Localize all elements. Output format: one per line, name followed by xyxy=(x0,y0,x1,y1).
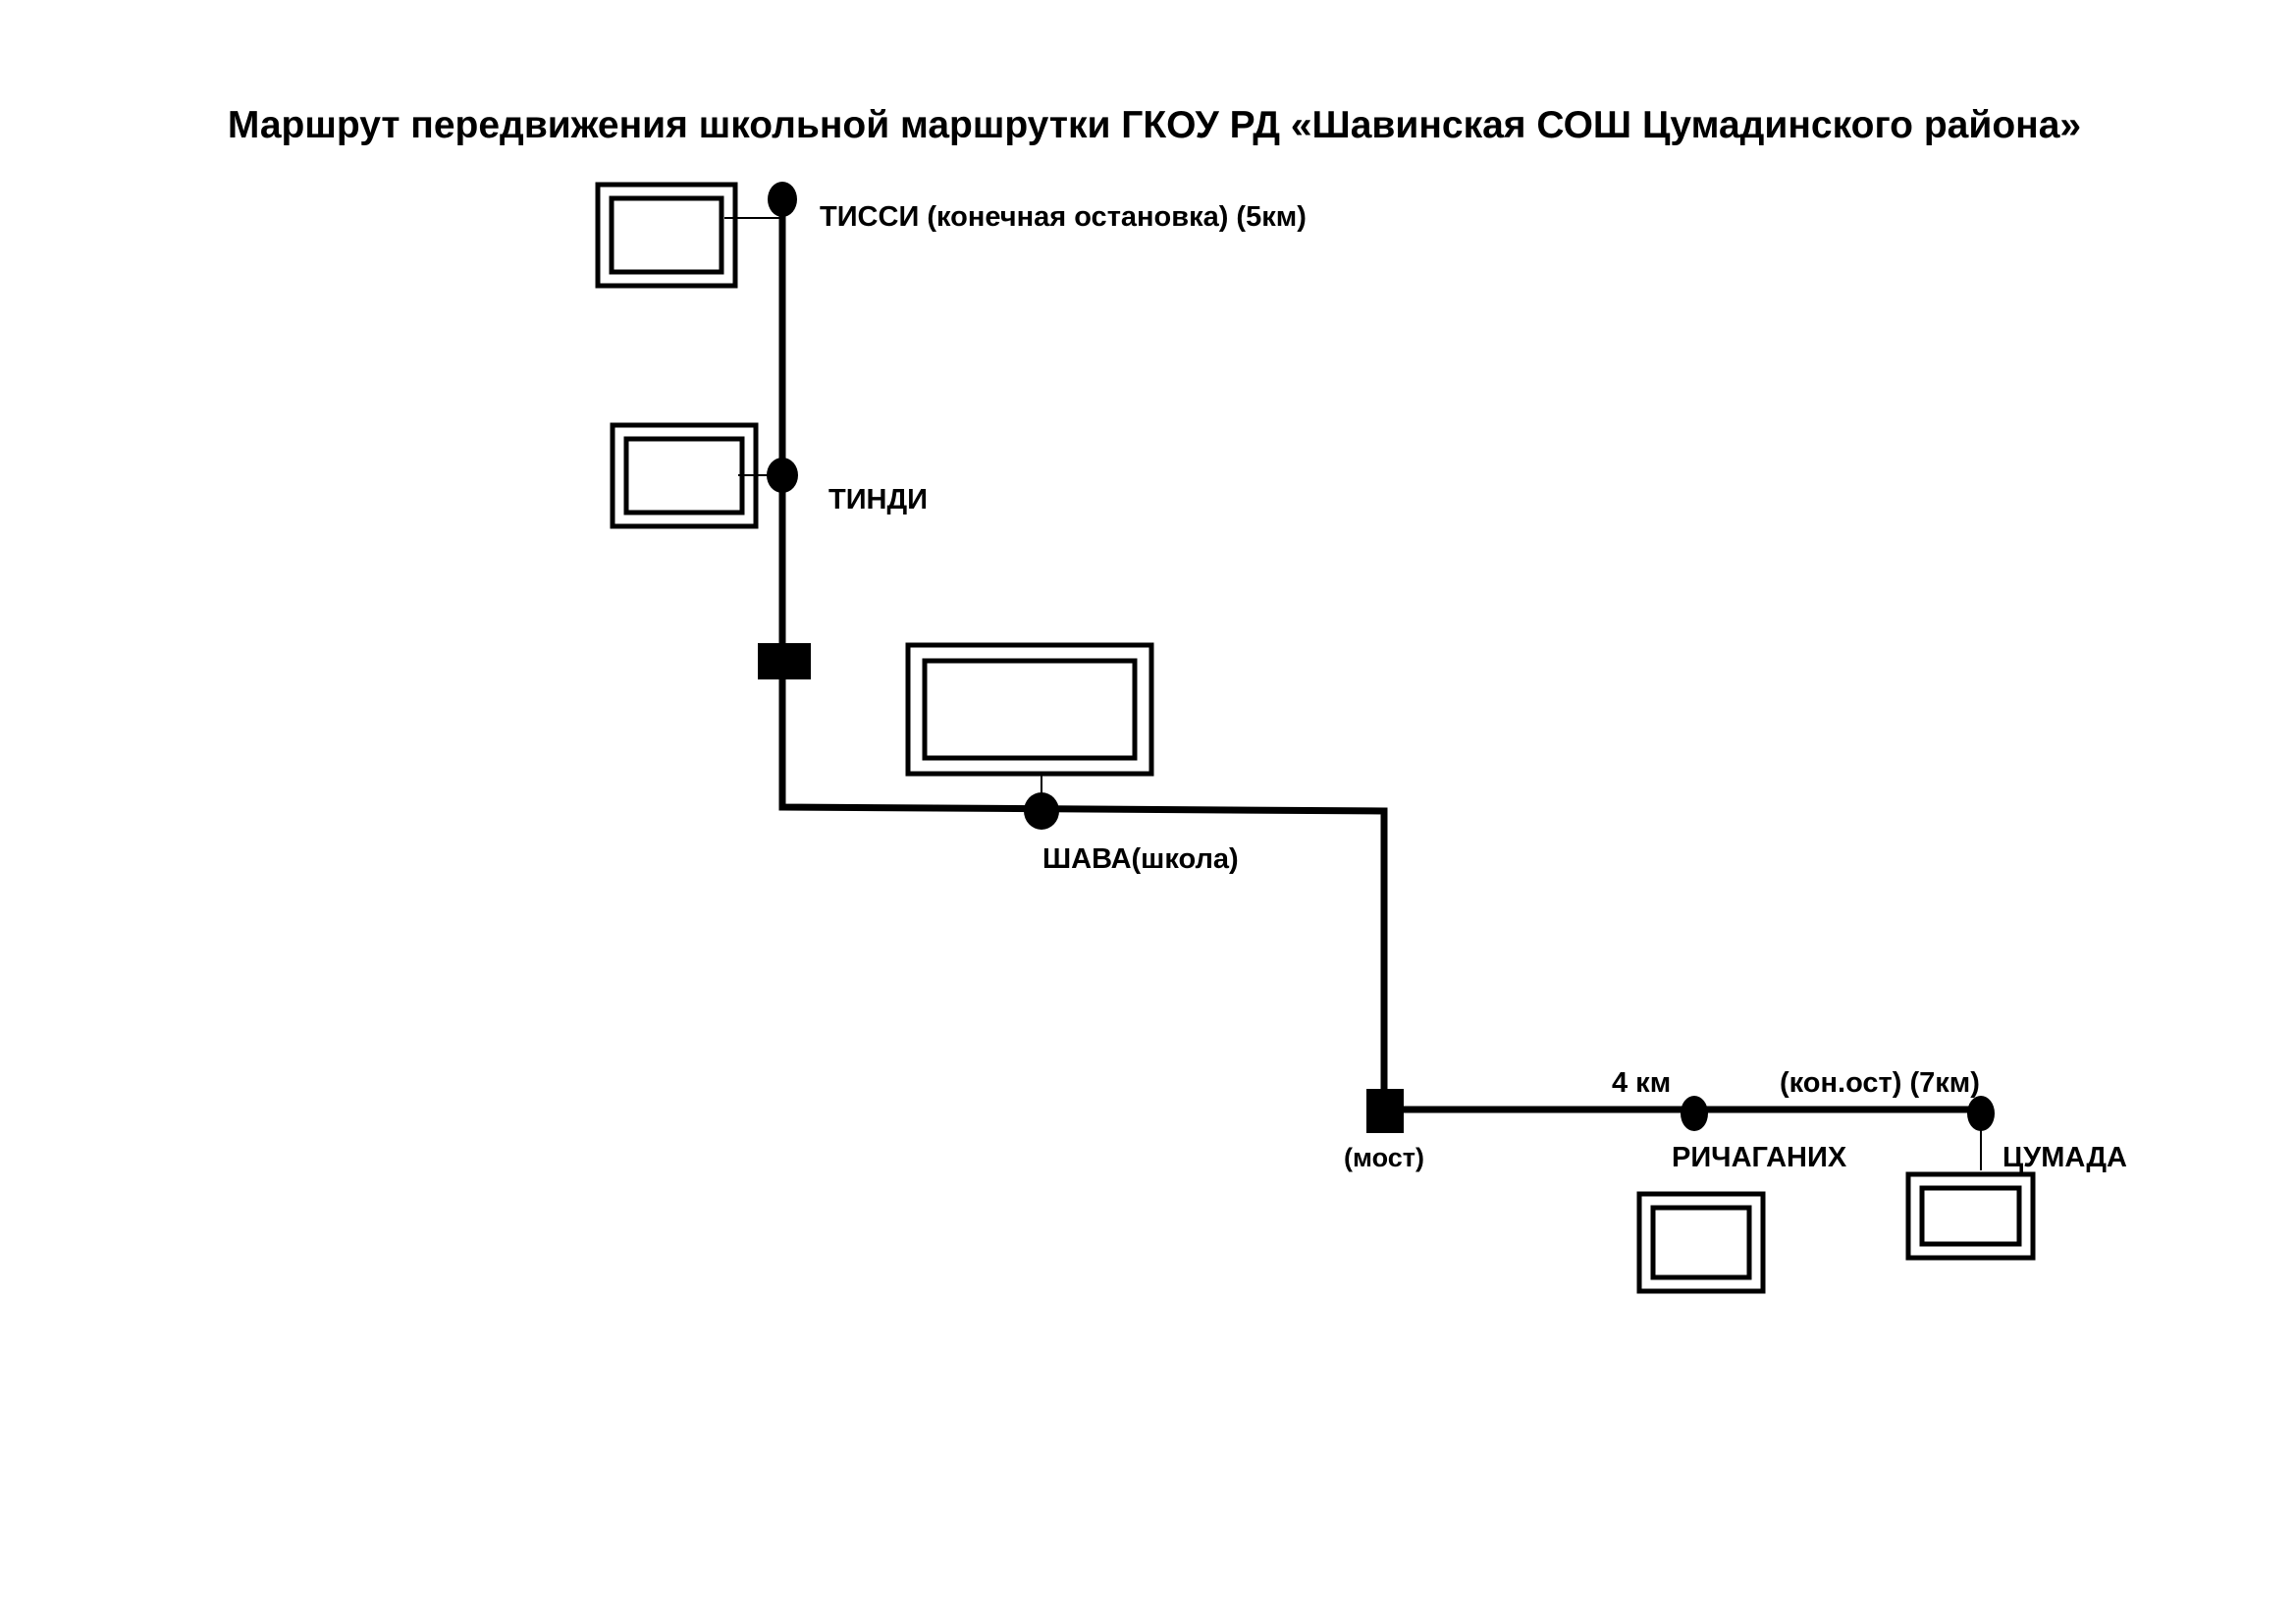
building-icon-shava-school xyxy=(905,642,1154,777)
building-icon-tissi xyxy=(595,182,738,289)
stop-label-tsumada: ЦУМАДА xyxy=(2002,1142,2127,1173)
distance-label-tsumada: (кон.ост) (7км) xyxy=(1780,1067,1980,1099)
stop-marker-richaganih xyxy=(1681,1096,1708,1131)
stop-label-tindi: ТИНДИ xyxy=(828,484,928,515)
stop-marker-tindi xyxy=(767,458,798,493)
distance-label-richaganih: 4 км xyxy=(1612,1067,1671,1099)
junction-marker xyxy=(758,643,811,679)
bridge-marker xyxy=(1366,1089,1404,1133)
stop-label-tissi: ТИССИ (конечная остановка) (5км) xyxy=(820,201,1307,233)
stop-label-shava: ШАВА(школа) xyxy=(1042,843,1239,875)
building-icon-richaganih xyxy=(1636,1191,1766,1294)
page-title: Маршрут передвижения школьной маршрутки … xyxy=(228,104,2081,146)
route-line xyxy=(778,187,1988,1113)
building-icon-tsumada xyxy=(1905,1171,2036,1261)
stop-marker-tsumada xyxy=(1967,1096,1995,1131)
stop-marker-tissi xyxy=(768,182,797,217)
building-icon-tindi xyxy=(610,422,759,529)
stop-marker-shava xyxy=(1024,792,1059,830)
stop-label-richaganih: РИЧАГАНИХ xyxy=(1672,1142,1847,1173)
stop-label-most: (мост) xyxy=(1344,1143,1424,1172)
